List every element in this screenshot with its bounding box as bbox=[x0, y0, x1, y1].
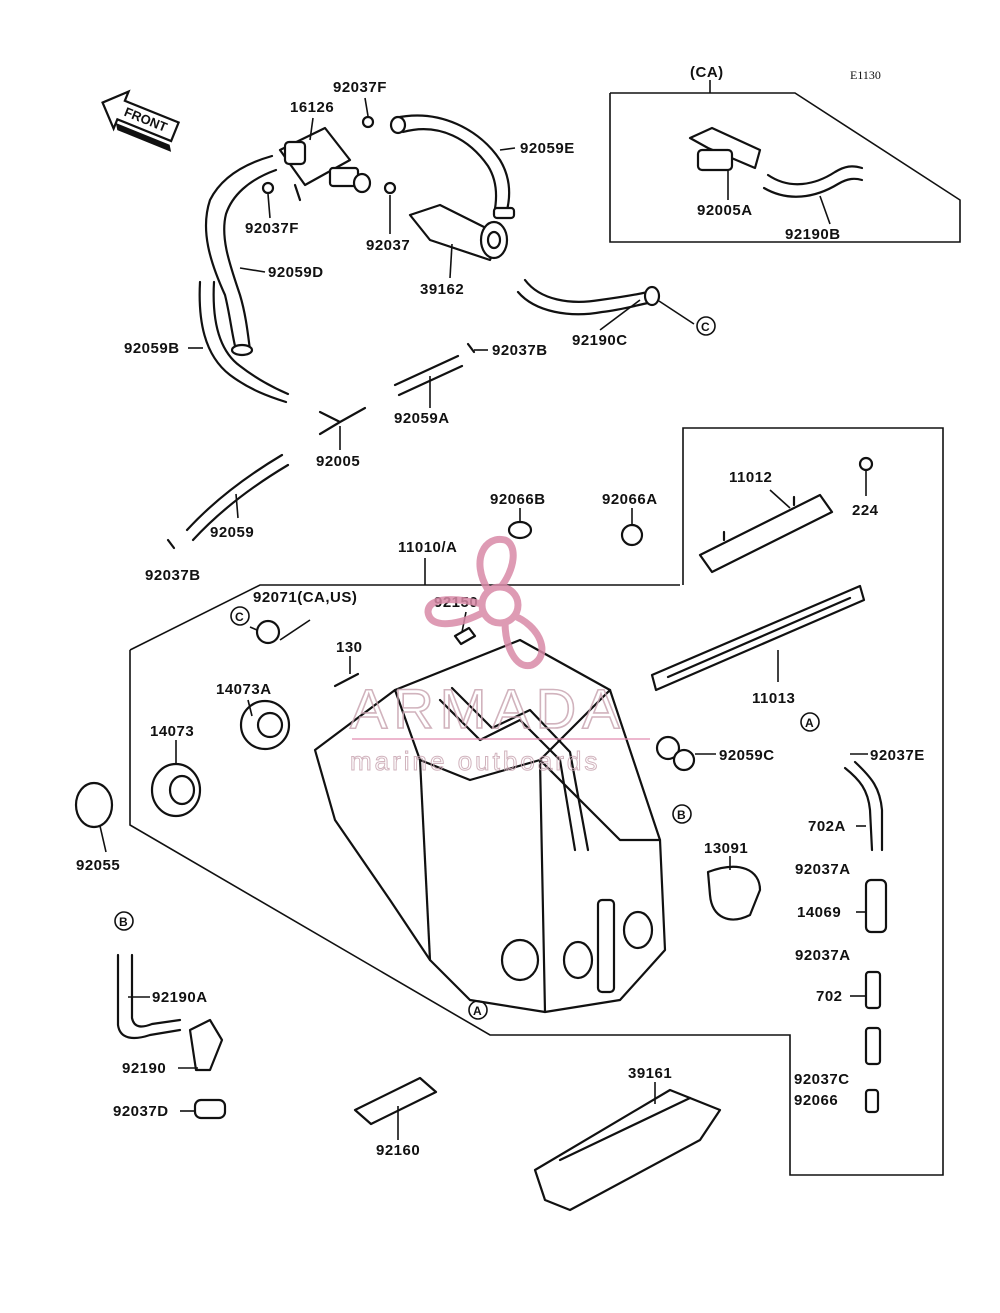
part-label: 92071(CA,US) bbox=[253, 589, 357, 606]
part-label: 92037F bbox=[333, 79, 387, 96]
part-label: 13091 bbox=[704, 840, 748, 857]
part-label: 92037A bbox=[795, 947, 851, 964]
part-label: 92059D bbox=[268, 264, 324, 281]
front-arrow-icon: FRONT bbox=[101, 89, 181, 152]
ca-variant-box: (CA) bbox=[609, 64, 961, 243]
part-label: 14069 bbox=[797, 904, 841, 921]
part-label: 11010/A bbox=[398, 539, 457, 556]
svg-text:A: A bbox=[805, 716, 814, 730]
part-label: 92190B bbox=[785, 226, 841, 243]
bottom-parts bbox=[116, 953, 722, 1212]
part-label: 39161 bbox=[628, 1065, 672, 1082]
part-label: 92037A bbox=[795, 861, 851, 878]
part-label: 92037B bbox=[492, 342, 548, 359]
part-label: 16126 bbox=[290, 99, 334, 116]
callout-markers: C C A B B A bbox=[114, 316, 820, 1020]
part-label: 39162 bbox=[420, 281, 464, 298]
part-label: 92066B bbox=[490, 491, 546, 508]
part-label: 92037B bbox=[145, 567, 201, 584]
part-label: 224 bbox=[852, 502, 879, 519]
ca-box-parts bbox=[688, 126, 864, 198]
part-label: 92037 bbox=[366, 237, 410, 254]
part-label: 11013 bbox=[752, 690, 795, 707]
oil-tank-body bbox=[313, 520, 667, 1014]
part-label: 92059A bbox=[394, 410, 450, 427]
part-label: 92059E bbox=[520, 140, 575, 157]
part-label: 92037F bbox=[245, 220, 299, 237]
part-label: 92005A bbox=[697, 202, 753, 219]
right-filter-chain bbox=[655, 735, 888, 1114]
part-labels: 92037F 16126 92059E 92037F 92037 39162 9… bbox=[76, 79, 925, 1159]
part-label: 92037C bbox=[794, 1071, 850, 1088]
svg-text:C: C bbox=[701, 320, 710, 334]
part-label: 92037D bbox=[113, 1103, 169, 1120]
breather-hose-assembly bbox=[166, 114, 661, 550]
callout-a-tank: A bbox=[468, 1000, 488, 1020]
part-label: 130 bbox=[336, 639, 363, 656]
svg-text:C: C bbox=[235, 610, 244, 624]
part-label: 11012 bbox=[729, 469, 772, 486]
watermark-tagline: marine outboards bbox=[350, 746, 600, 776]
diagram-code: E1130 bbox=[850, 68, 881, 82]
part-label: 92005 bbox=[316, 453, 360, 470]
part-label: 92059 bbox=[210, 524, 254, 541]
leader-lines bbox=[99, 97, 868, 1140]
left-fittings bbox=[74, 619, 477, 829]
part-label: 92059B bbox=[124, 340, 180, 357]
callout-a-right: A bbox=[800, 712, 820, 732]
part-label: 702A bbox=[808, 818, 846, 835]
part-label: 14073A bbox=[216, 681, 272, 698]
part-label: 92037E bbox=[870, 747, 925, 764]
watermark: ARMADA marine outboards bbox=[349, 535, 650, 777]
part-label: 14073 bbox=[150, 723, 194, 740]
watermark-brand: ARMADA bbox=[350, 677, 626, 740]
part-label: 92066 bbox=[794, 1092, 838, 1109]
propeller-logo-icon bbox=[424, 535, 546, 670]
bracket-parts bbox=[650, 456, 874, 692]
tank-frame-outline bbox=[129, 427, 944, 1176]
callout-b-right: B bbox=[672, 804, 692, 824]
ca-box-label: (CA) bbox=[690, 64, 724, 81]
svg-text:B: B bbox=[677, 808, 686, 822]
part-label: 92190C bbox=[572, 332, 628, 349]
svg-text:B: B bbox=[119, 915, 128, 929]
svg-text:A: A bbox=[473, 1004, 482, 1018]
part-label: 92055 bbox=[76, 857, 120, 874]
part-label: 92066A bbox=[602, 491, 658, 508]
callout-b-left: B bbox=[114, 911, 134, 931]
part-label: 92190 bbox=[122, 1060, 166, 1077]
part-label: 92059C bbox=[719, 747, 775, 764]
part-label: 92160 bbox=[376, 1142, 420, 1159]
part-label: 92190A bbox=[152, 989, 208, 1006]
callout-c-tank: C bbox=[230, 606, 250, 626]
callout-c-top: C bbox=[696, 316, 716, 336]
part-label: 702 bbox=[816, 988, 843, 1005]
